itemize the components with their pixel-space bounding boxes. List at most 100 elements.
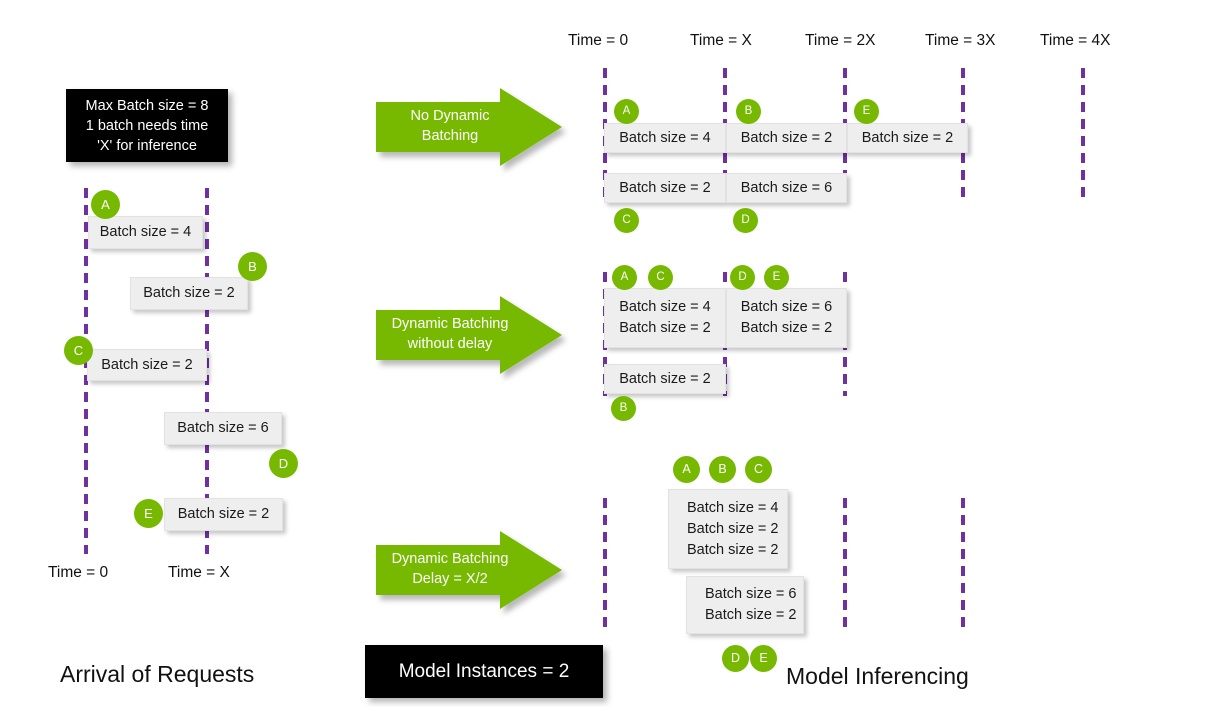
right-axis-label-time-3x: Time = 3X bbox=[925, 32, 996, 49]
row-2-instance-1-slot-1: Batch size = 4 Batch size = 2 bbox=[604, 288, 726, 348]
row-1-instance-1-slot-1: Batch size = 4 bbox=[604, 123, 726, 153]
right-axis-label-time-2x: Time = 2X bbox=[805, 32, 876, 49]
row-2-instance-2-slot-1: Batch size = 2 bbox=[604, 364, 726, 394]
row-3-instance-1-slot-1-badge-c: C bbox=[745, 456, 772, 483]
row-3-arrow-label-line1: Dynamic Batching bbox=[391, 551, 509, 567]
row-2-instance-1-slot-2-badge-d: D bbox=[730, 265, 755, 290]
batch-line: Batch size = 4 bbox=[619, 299, 711, 315]
row-2-arrow-label-line1: Dynamic Batching bbox=[391, 316, 509, 332]
max-batch-note-line1: Max Batch size = 8 bbox=[85, 97, 209, 114]
batch-line: Batch size = 2 bbox=[705, 607, 797, 623]
row-2-arrow-label: Dynamic Batching without delay bbox=[376, 314, 524, 354]
badge-letter: E bbox=[144, 506, 153, 521]
right-caption: Model Inferencing bbox=[786, 663, 969, 689]
badge-letter: A bbox=[622, 104, 631, 117]
badge-letter: A bbox=[620, 270, 629, 283]
badge-letter: D bbox=[278, 456, 289, 471]
left-request-badge-d: D bbox=[269, 449, 298, 478]
row-3-arrow-label: Dynamic Batching Delay = X/2 bbox=[376, 549, 524, 589]
model-instances-note: Model Instances = 2 bbox=[365, 645, 603, 698]
arrow-shape-icon bbox=[376, 88, 562, 166]
row-3-instance-1-slot-1-badge-b: B bbox=[709, 456, 736, 483]
left-caption: Arrival of Requests bbox=[60, 661, 255, 687]
row-1-arrow-label: No Dynamic Batching bbox=[376, 106, 524, 146]
row-1-instance-1-slot-2: Batch size = 2 bbox=[726, 123, 847, 153]
left-request-badge-b: B bbox=[238, 252, 267, 281]
row-3-instance-1-slot-1-badge-a: A bbox=[673, 456, 700, 483]
batch-line: Batch size = 6 bbox=[740, 299, 833, 315]
badge-letter: C bbox=[73, 343, 84, 358]
batch-line: Batch size = 2 bbox=[740, 320, 833, 336]
batch-line: Batch size = 4 bbox=[619, 129, 711, 146]
arrow-shape-icon bbox=[376, 296, 562, 374]
row-3-instance-2-slot-1: Batch size = 6 Batch size = 2 bbox=[686, 576, 804, 634]
batch-line: Batch size = 2 bbox=[687, 520, 779, 537]
left-request-label-a: Batch size = 4 bbox=[99, 224, 192, 240]
row-1-instance-2-slot-1: Batch size = 2 bbox=[604, 173, 726, 203]
row-1-arrow-label-line2: Batching bbox=[421, 128, 479, 144]
row-2-instance-1-slot-2-badge-e: E bbox=[764, 265, 789, 290]
row-3-gridline-time-0 bbox=[603, 498, 607, 632]
badge-letter: C bbox=[656, 270, 665, 283]
row-3-gridline-time-2x bbox=[843, 498, 847, 632]
left-axis-label-time-x: Time = X bbox=[168, 564, 230, 581]
badge-letter: D bbox=[730, 651, 741, 666]
row-1-instance-2-slot-2-badge-d: D bbox=[733, 208, 758, 233]
badge-letter: C bbox=[622, 213, 631, 226]
badge-letter: B bbox=[744, 104, 753, 117]
left-timeline-x bbox=[205, 188, 209, 554]
batch-line: Batch size = 4 bbox=[687, 499, 779, 516]
badge-letter: D bbox=[738, 270, 747, 283]
batch-line: Batch size = 6 bbox=[705, 586, 797, 602]
row-3-instance-2-slot-1-badge-d: D bbox=[722, 645, 749, 672]
left-axis-label-time-0: Time = 0 bbox=[48, 564, 109, 581]
row-1-arrow-label-line1: No Dynamic bbox=[410, 108, 490, 124]
row-2-instance-1-slot-1-badge-c: C bbox=[648, 265, 673, 290]
badge-letter: B bbox=[619, 401, 628, 414]
left-request-label-e: Batch size = 2 bbox=[177, 506, 270, 522]
model-instances-note-label: Model Instances = 2 bbox=[398, 660, 570, 682]
row-1-instance-1-slot-3-badge-e: E bbox=[854, 99, 879, 124]
row-2-instance-2-slot-1-badge-b: B bbox=[611, 396, 636, 421]
right-axis-label-time-x: Time = X bbox=[690, 32, 752, 49]
badge-letter: E bbox=[862, 104, 871, 117]
batch-line: Batch size = 2 bbox=[619, 179, 711, 196]
badge-letter: E bbox=[759, 651, 768, 666]
max-batch-note-line2: 1 batch needs time bbox=[85, 117, 209, 134]
badge-letter: C bbox=[753, 462, 764, 477]
badge-letter: D bbox=[741, 213, 750, 226]
max-batch-note-line3: 'X' for inference bbox=[97, 137, 197, 154]
row-1-instance-1-slot-3: Batch size = 2 bbox=[847, 123, 968, 153]
left-request-box-d: Batch size = 6 bbox=[164, 412, 282, 445]
badge-letter: B bbox=[248, 259, 257, 274]
row-2-arrow-label-line2: without delay bbox=[407, 336, 493, 352]
right-axis-label-time-4x: Time = 4X bbox=[1040, 32, 1111, 49]
row-1-instance-1-slot-2-badge-b: B bbox=[736, 99, 761, 124]
batch-line: Batch size = 2 bbox=[740, 129, 833, 146]
badge-letter: B bbox=[718, 462, 727, 477]
batch-line: Batch size = 2 bbox=[861, 129, 954, 146]
row-2-arrow: Dynamic Batching without delay bbox=[376, 296, 562, 374]
badge-letter: A bbox=[101, 197, 110, 212]
row-3-arrow: Dynamic Batching Delay = X/2 bbox=[376, 531, 562, 609]
right-axis-label-time-0: Time = 0 bbox=[568, 32, 629, 49]
row-3-gridline-time-3x bbox=[961, 498, 965, 632]
batch-line: Batch size = 2 bbox=[687, 541, 779, 558]
row-3-instance-1-slot-1: Batch size = 4 Batch size = 2 Batch size… bbox=[668, 489, 788, 569]
arrow-shape-icon bbox=[376, 531, 562, 609]
row-3-arrow-label-line2: Delay = X/2 bbox=[412, 571, 488, 587]
left-request-badge-c: C bbox=[64, 336, 93, 365]
row-1-instance-1-slot-1-badge-a: A bbox=[614, 99, 639, 124]
left-request-box-e: Batch size = 2 bbox=[164, 498, 283, 531]
left-request-label-b: Batch size = 2 bbox=[143, 285, 235, 301]
left-request-box-c: Batch size = 2 bbox=[87, 349, 207, 381]
batch-line: Batch size = 6 bbox=[740, 179, 833, 196]
batch-line: Batch size = 2 bbox=[619, 370, 711, 387]
left-request-badge-a: A bbox=[91, 190, 120, 219]
row-1-instance-2-slot-2: Batch size = 6 bbox=[726, 173, 847, 203]
badge-letter: E bbox=[772, 270, 781, 283]
left-timeline-0 bbox=[84, 188, 88, 554]
row-1-instance-2-slot-1-badge-c: C bbox=[614, 208, 639, 233]
left-request-label-d: Batch size = 6 bbox=[177, 420, 269, 436]
